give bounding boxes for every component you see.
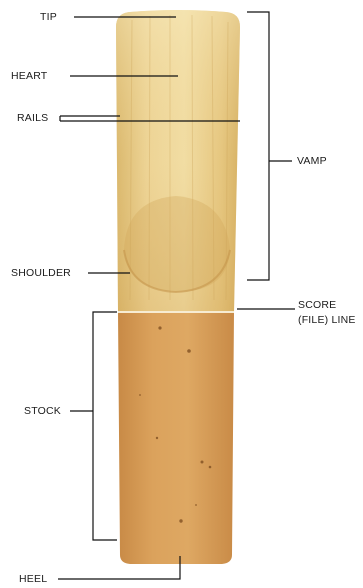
label-stock: STOCK (24, 405, 61, 417)
label-score-line: SCORE (FILE) LINE (298, 298, 356, 328)
label-heart: HEART (11, 70, 47, 82)
label-vamp: VAMP (297, 155, 327, 167)
stock-bracket (93, 312, 117, 540)
label-score-line-2: (FILE) LINE (298, 313, 356, 328)
label-score-line-1: SCORE (298, 298, 356, 313)
reed-stock (118, 312, 234, 564)
vamp-bracket (247, 12, 269, 280)
label-heel: HEEL (19, 573, 47, 585)
label-tip: TIP (40, 11, 57, 23)
label-shoulder: SHOULDER (11, 267, 71, 279)
label-rails: RAILS (17, 112, 48, 124)
